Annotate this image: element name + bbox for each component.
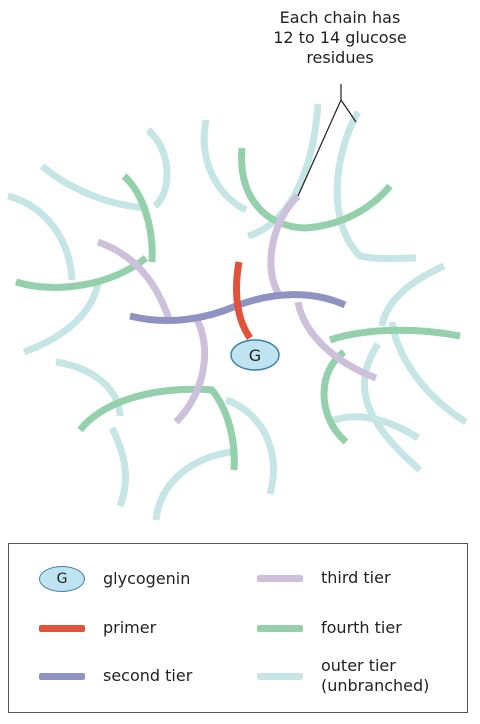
third-tier-chain xyxy=(96,238,174,324)
outer-tier-chain xyxy=(7,192,76,281)
outer-tier-chain xyxy=(145,127,171,209)
glycogenin-legend-icon: G xyxy=(39,566,85,592)
outer-tier-chain xyxy=(361,342,423,473)
legend-item-second-tier: second tier xyxy=(39,666,192,686)
outer-tier-chain xyxy=(55,358,124,417)
legend-label-third-tier: third tier xyxy=(321,568,391,587)
fourth-tier-swatch xyxy=(257,624,303,632)
primer-swatch xyxy=(39,624,85,632)
annotation-pointer xyxy=(297,84,357,197)
outer-tier-chain xyxy=(224,396,277,495)
legend: G glycogenin primer second tier third ti… xyxy=(8,543,468,713)
annotation-line: residues xyxy=(306,48,374,67)
outer-tier-chain xyxy=(333,110,417,262)
annotation-line: 12 to 14 glucose xyxy=(273,28,407,47)
outer-tier-chain xyxy=(22,281,102,356)
third-tier-chain xyxy=(173,316,209,425)
third-tier-swatch xyxy=(257,574,303,582)
primer-chain xyxy=(233,261,253,341)
legend-label-outer-tier-line: outer tier xyxy=(321,656,396,675)
glycogen-branching-diagram: G xyxy=(7,84,468,521)
legend-item-fourth-tier: fourth tier xyxy=(257,618,402,638)
legend-label-fourth-tier: fourth tier xyxy=(321,618,402,637)
third-tier-chain xyxy=(267,193,301,298)
legend-item-outer-tier: outer tier (unbranched) xyxy=(257,656,429,696)
fourth-tier-chain xyxy=(320,349,349,445)
fourth-tier-chains xyxy=(14,147,461,471)
fourth-tier-chain xyxy=(14,255,149,291)
legend-label-primer: primer xyxy=(103,618,157,637)
legend-item-primer: primer xyxy=(39,618,156,638)
third-tier-chain xyxy=(294,301,378,382)
outer-tier-chain xyxy=(326,413,420,441)
outer-tier-chain xyxy=(152,448,233,521)
second-tier-swatch xyxy=(39,672,85,680)
legend-label-second-tier: second tier xyxy=(103,666,193,685)
legend-label-outer-tier: outer tier (unbranched) xyxy=(321,656,429,696)
fourth-tier-chain xyxy=(121,173,156,263)
outer-tier-chain xyxy=(200,119,248,214)
legend-item-third-tier: third tier xyxy=(257,568,391,588)
annotation-line: Each chain has xyxy=(279,8,401,27)
glycogenin-core-label: G xyxy=(249,346,261,365)
outer-tier-swatch xyxy=(257,672,303,680)
legend-item-glycogenin: G glycogenin xyxy=(39,566,190,592)
fourth-tier-chain xyxy=(328,326,461,344)
third-tier-chains xyxy=(96,193,378,425)
outer-tier-chain xyxy=(378,262,446,327)
outer-tier-chain xyxy=(39,163,149,212)
legend-label-outer-tier-line: (unbranched) xyxy=(321,676,430,695)
glycogenin-core: G xyxy=(230,339,280,371)
legend-label-glycogenin: glycogenin xyxy=(103,569,191,588)
outer-tier-chain xyxy=(388,321,468,425)
fourth-tier-chain xyxy=(209,387,238,471)
fourth-tier-chain xyxy=(238,147,393,232)
outer-tier-chain xyxy=(108,426,130,508)
glycogenin-ellipse xyxy=(230,339,280,371)
chain-length-annotation: Each chain has 12 to 14 glucose residues xyxy=(250,8,430,68)
